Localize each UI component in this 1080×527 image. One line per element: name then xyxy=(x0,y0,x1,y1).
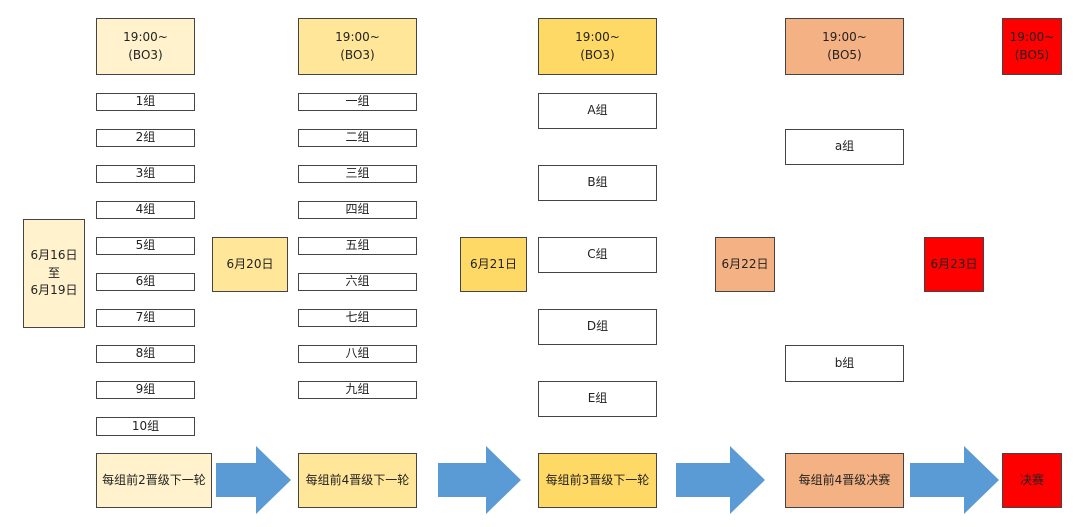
stage3-date-box: 6月21日 xyxy=(460,237,527,292)
stage2-group-6: 六组 xyxy=(298,273,417,291)
stage5-time-box: 19:00~ (BO5) xyxy=(1002,18,1062,75)
stage1-date-box: 6月16日 至 6月19日 xyxy=(23,219,85,328)
stage1-time-box: 19:00~ (BO3) xyxy=(96,18,195,75)
stage1-group-8: 8组 xyxy=(96,345,195,363)
stage4-group-a: a组 xyxy=(785,129,904,165)
stage1-group-3: 3组 xyxy=(96,165,195,183)
stage2-group-1: 一组 xyxy=(298,93,417,111)
stage1-group-4: 4组 xyxy=(96,201,195,219)
stage3-group-C: C组 xyxy=(538,237,657,273)
stage3-group-A: A组 xyxy=(538,93,657,129)
stage2-group-4: 四组 xyxy=(298,201,417,219)
stage3-time-box: 19:00~ (BO3) xyxy=(538,18,657,75)
arrow-right-icon xyxy=(910,446,999,514)
final-box: 决赛 xyxy=(1002,453,1062,508)
stage1-group-5: 5组 xyxy=(96,237,195,255)
stage5-date-box: 6月23日 xyxy=(924,237,984,292)
stage1-group-1: 1组 xyxy=(96,93,195,111)
stage2-group-3: 三组 xyxy=(298,165,417,183)
stage3-group-D: D组 xyxy=(538,309,657,345)
stage2-group-8: 八组 xyxy=(298,345,417,363)
stage2-time-box: 19:00~ (BO3) xyxy=(298,18,417,75)
stage4-rule-box: 每组前4晋级决赛 xyxy=(785,453,904,508)
stage4-time-box: 19:00~ (BO5) xyxy=(785,18,904,75)
stage1-group-9: 9组 xyxy=(96,381,195,399)
stage1-group-7: 7组 xyxy=(96,309,195,327)
stage3-group-E: E组 xyxy=(538,381,657,417)
stage2-group-9: 九组 xyxy=(298,381,417,399)
stage2-group-2: 二组 xyxy=(298,129,417,147)
stage3-group-B: B组 xyxy=(538,165,657,201)
stage2-rule-box: 每组前4晋级下一轮 xyxy=(298,453,417,508)
stage3-rule-box: 每组前3晋级下一轮 xyxy=(538,453,657,508)
stage2-date-box: 6月20日 xyxy=(212,237,288,292)
stage4-date-box: 6月22日 xyxy=(715,237,775,292)
stage1-group-2: 2组 xyxy=(96,129,195,147)
arrow-right-icon xyxy=(216,446,291,514)
stage4-group-b: b组 xyxy=(785,345,904,382)
arrow-right-icon xyxy=(676,446,765,514)
stage2-group-5: 五组 xyxy=(298,237,417,255)
stage2-group-7: 七组 xyxy=(298,309,417,327)
stage1-group-6: 6组 xyxy=(96,273,195,291)
stage1-group-10: 10组 xyxy=(96,417,195,436)
arrow-right-icon xyxy=(438,446,521,514)
stage1-rule-box: 每组前2晋级下一轮 xyxy=(96,453,212,508)
